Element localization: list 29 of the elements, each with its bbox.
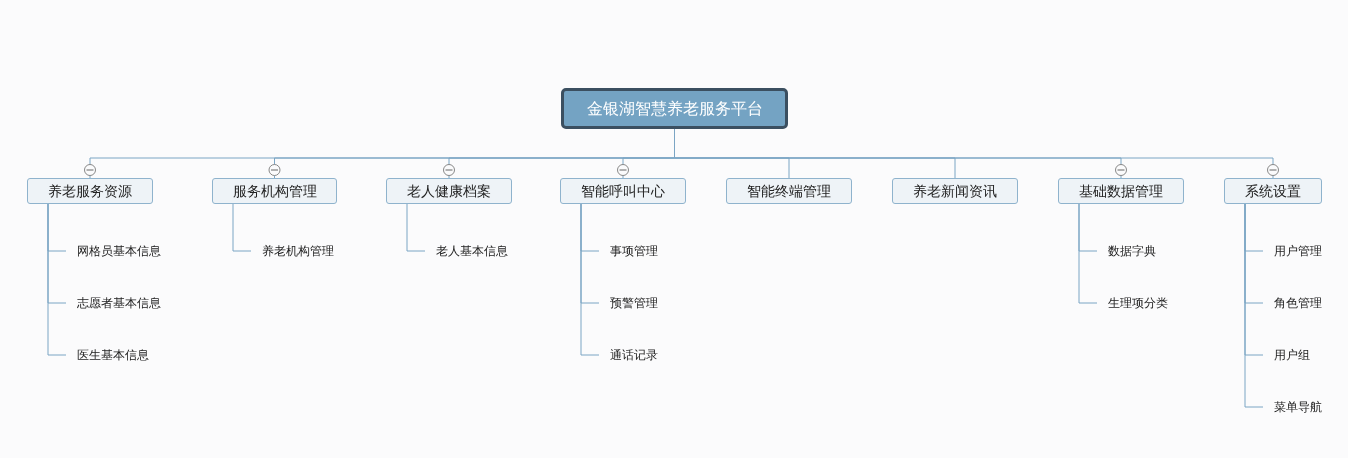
subtopic-text: 事项管理 <box>599 241 658 261</box>
subtopic-text: 医生基本信息 <box>66 345 149 365</box>
topic-box: 智能终端管理 <box>726 178 852 204</box>
root-topic-box: 金银湖智慧养老服务平台 <box>561 88 788 129</box>
topic-box: 养老服务资源 <box>27 178 153 204</box>
subtopic-text: 老人基本信息 <box>425 241 508 261</box>
subtopic-text: 网格员基本信息 <box>66 241 161 261</box>
connector-line <box>47 203 67 356</box>
topic-box: 养老新闻资讯 <box>892 178 1018 204</box>
subtopic-text: 数据字典 <box>1097 241 1156 261</box>
connector-line <box>406 203 426 252</box>
subtopic-text: 养老机构管理 <box>251 241 334 261</box>
connector-line <box>1244 203 1264 408</box>
subtopic-text: 用户管理 <box>1263 241 1322 261</box>
subtopic-text: 通话记录 <box>599 345 658 365</box>
topic-box: 智能呼叫中心 <box>560 178 686 204</box>
topic-box: 服务机构管理 <box>212 178 337 204</box>
subtopic-text: 志愿者基本信息 <box>66 293 161 313</box>
subtopic-text: 生理项分类 <box>1097 293 1168 313</box>
connector-line <box>1078 203 1098 304</box>
subtopic-text: 用户组 <box>1263 345 1310 365</box>
topic-box: 老人健康档案 <box>386 178 512 204</box>
subtopic-text: 角色管理 <box>1263 293 1322 313</box>
connector-line <box>580 203 600 356</box>
topic-box: 系统设置 <box>1224 178 1322 204</box>
connector-line <box>232 203 252 252</box>
topic-box: 基础数据管理 <box>1058 178 1184 204</box>
subtopic-text: 菜单导航 <box>1263 397 1322 417</box>
subtopic-text: 预警管理 <box>599 293 658 313</box>
